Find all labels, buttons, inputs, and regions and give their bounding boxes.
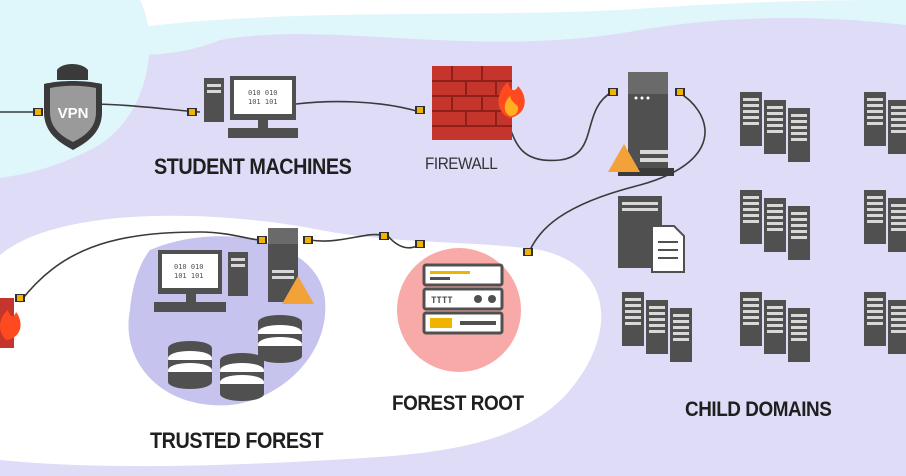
forest-root-label: FOREST ROOT <box>392 392 524 415</box>
svg-text:010 010: 010 010 <box>174 263 204 271</box>
vpn-shield-icon: VPN <box>44 64 102 150</box>
trusted-server-icon <box>268 228 298 302</box>
trusted-workstation-icon: 010 010 101 101 <box>154 250 248 312</box>
trusted-forest-label: TRUSTED FOREST <box>150 428 324 453</box>
firewall-icon <box>432 66 525 140</box>
svg-text:101 101: 101 101 <box>174 272 204 280</box>
svg-text:TTTT: TTTT <box>431 296 453 306</box>
svg-text:010 010: 010 010 <box>248 89 278 97</box>
server-tower-icon <box>618 72 674 176</box>
vpn-label: VPN <box>58 105 89 122</box>
student-workstation-icon: 010 010 101 101 <box>204 76 298 138</box>
child-domains-label: CHILD DOMAINS <box>685 398 832 421</box>
firewall-label: FIREWALL <box>425 154 498 173</box>
student-machines-label: STUDENT MACHINES <box>154 154 352 179</box>
firewall-icon <box>0 298 21 348</box>
svg-text:101 101: 101 101 <box>248 98 278 106</box>
rack-server-icon: TTTT <box>422 263 504 335</box>
document-server-icon <box>618 196 685 273</box>
